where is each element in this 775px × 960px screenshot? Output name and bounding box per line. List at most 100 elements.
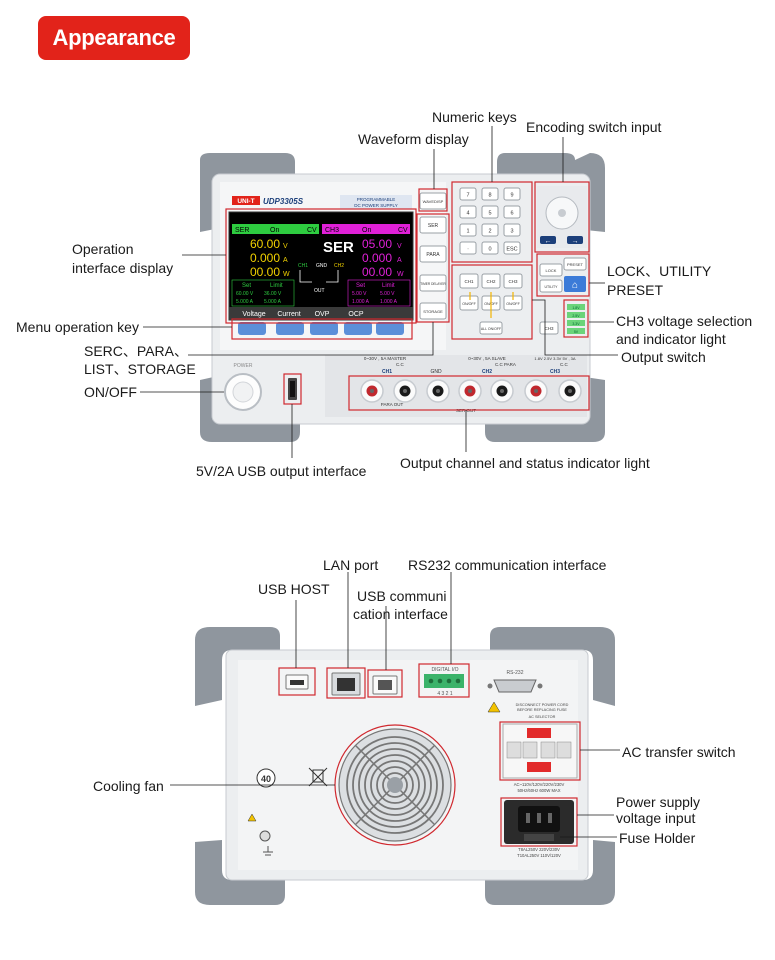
ch2-range: 0~30V , 5A SLAVE xyxy=(468,356,506,361)
digital-pins-label: 4 3 2 1 xyxy=(437,691,453,697)
home-key[interactable] xyxy=(564,276,586,292)
label-lock-utility: LOCK、UTILITY xyxy=(607,263,712,279)
numeric-key-label: 8 xyxy=(488,193,491,199)
lcd-unit-w-left: W xyxy=(283,271,290,278)
fan-spoke xyxy=(354,744,396,786)
label-waveform-display: Waveform display xyxy=(358,131,469,147)
channel-key[interactable] xyxy=(459,273,479,289)
numeric-key[interactable] xyxy=(459,223,477,237)
label-power-input-2: voltage input xyxy=(616,810,696,826)
numeric-key[interactable] xyxy=(459,241,477,255)
menu-key[interactable] xyxy=(238,322,266,335)
channel-key[interactable] xyxy=(503,273,523,289)
rear-panel-illustration: DIGITAL I/O 4 3 2 1 RS-232 DISCONNECT PO… xyxy=(170,572,620,905)
numeric-key-label: 7 xyxy=(466,193,469,199)
numeric-key[interactable] xyxy=(503,241,521,255)
numeric-key[interactable] xyxy=(481,241,499,255)
warning-icon xyxy=(487,701,501,713)
label-encoding-switch: Encoding switch input xyxy=(526,119,662,135)
fuse-drawer[interactable] xyxy=(524,834,554,841)
weee-bin-icon xyxy=(308,767,328,787)
fan-ring xyxy=(364,754,426,816)
page-title: Appearance xyxy=(38,16,190,60)
rs232-port[interactable] xyxy=(493,679,537,693)
label-usb-comm-2: cation interface xyxy=(353,606,448,622)
lcd-set-box-right xyxy=(347,279,411,307)
gnd-label: GND xyxy=(430,369,442,375)
lcd-big-mode: SER xyxy=(323,239,354,256)
cert-text: 40 xyxy=(261,774,271,784)
warning-2: BEFORE REPLACING FUSE xyxy=(517,708,567,712)
lcd-unit-v-left: V xyxy=(283,243,288,250)
numeric-key[interactable] xyxy=(503,205,521,219)
lcd-set-a-right: 1.000 A xyxy=(352,299,370,305)
brand-logo xyxy=(232,196,260,205)
all-on-off-label: ALL ON/OFF xyxy=(481,327,501,331)
output-terminals xyxy=(360,379,582,403)
numeric-key[interactable] xyxy=(481,187,499,201)
ch3-level-1: 2.5V xyxy=(572,314,580,318)
storage-key[interactable] xyxy=(419,302,447,320)
numeric-key[interactable] xyxy=(459,205,477,219)
numeric-key[interactable] xyxy=(481,223,499,237)
warning-1: DISCONNECT POWER CORD xyxy=(516,703,569,707)
lcd-v-left: 60.00 xyxy=(250,237,280,251)
all-on-off-key[interactable] xyxy=(479,321,503,335)
rear-leader-lines xyxy=(170,572,620,838)
label-rs232: RS232 communication interface xyxy=(408,557,607,573)
fan-ring xyxy=(358,748,432,822)
digital-io-label: DIGITAL I/O xyxy=(432,667,459,673)
fan-spoke xyxy=(354,784,396,826)
channel-key-label: CH2 xyxy=(486,279,495,284)
lcd-w-left: 00.00 xyxy=(250,265,280,279)
fan-ring xyxy=(370,760,420,810)
ser-key[interactable] xyxy=(419,216,447,234)
numeric-key-label: 0 xyxy=(488,247,491,253)
lcd-lim-v-left: 36.00 V xyxy=(264,291,282,297)
menu-key[interactable] xyxy=(310,322,338,335)
preset-key[interactable] xyxy=(563,257,587,271)
right-arrow-key[interactable] xyxy=(567,236,583,244)
lcd-ch-right: CH3 xyxy=(325,227,339,234)
lock-key[interactable] xyxy=(539,263,563,277)
side-function-keys: WAVEDISP SER PARA TIMER DELAYER STORAGE xyxy=(419,192,447,320)
numeric-key[interactable] xyxy=(459,187,477,201)
numeric-key[interactable] xyxy=(481,205,499,219)
numeric-key-label: 1 xyxy=(466,229,469,235)
tagline-2: DC POWER SUPPLY xyxy=(354,203,397,208)
wavedisp-key[interactable] xyxy=(419,192,447,210)
numeric-key[interactable] xyxy=(503,223,521,237)
ac-switch-bottom[interactable] xyxy=(527,762,551,772)
lcd-a-left: 0.000 xyxy=(250,251,280,265)
ac-spec: AC~110V/120V/220V/230V xyxy=(514,782,565,787)
left-arrow-key[interactable] xyxy=(540,236,556,244)
home-icon: ⌂ xyxy=(572,280,578,291)
bumper-top-left xyxy=(200,153,295,232)
numeric-key[interactable] xyxy=(503,187,521,201)
digital-io-connector[interactable] xyxy=(424,674,464,688)
lcd-softkey-0: Voltage xyxy=(242,311,265,318)
fuse-2: T10AL250V 110V/120V xyxy=(517,853,561,858)
channel-key-label: CH3 xyxy=(508,279,517,284)
utility-key[interactable] xyxy=(539,279,563,293)
label-on-off: ON/OFF xyxy=(84,384,137,400)
ground-terminal[interactable] xyxy=(259,830,271,842)
timer-key[interactable] xyxy=(419,274,447,292)
ch3-key[interactable] xyxy=(539,321,559,335)
lcd-lim-v-right: 5.00 V xyxy=(380,291,395,297)
para-key[interactable] xyxy=(419,245,447,263)
menu-key[interactable] xyxy=(276,322,304,335)
channel-key[interactable] xyxy=(481,273,501,289)
ch2-cc: C.C PARA xyxy=(495,362,516,367)
lcd-v-right: 05.00 xyxy=(362,237,392,251)
lcd-w-right: 00.00 xyxy=(362,265,392,279)
menu-key[interactable] xyxy=(376,322,404,335)
label-fuse-holder: Fuse Holder xyxy=(619,830,696,846)
channel-key[interactable] xyxy=(459,295,479,311)
front-leader-lines xyxy=(140,126,618,458)
ac-switch-top[interactable] xyxy=(527,728,551,738)
label-ch3-selection-1: CH3 voltage selection xyxy=(616,313,753,329)
lcd-left-header xyxy=(232,224,319,234)
menu-key[interactable] xyxy=(344,322,372,335)
